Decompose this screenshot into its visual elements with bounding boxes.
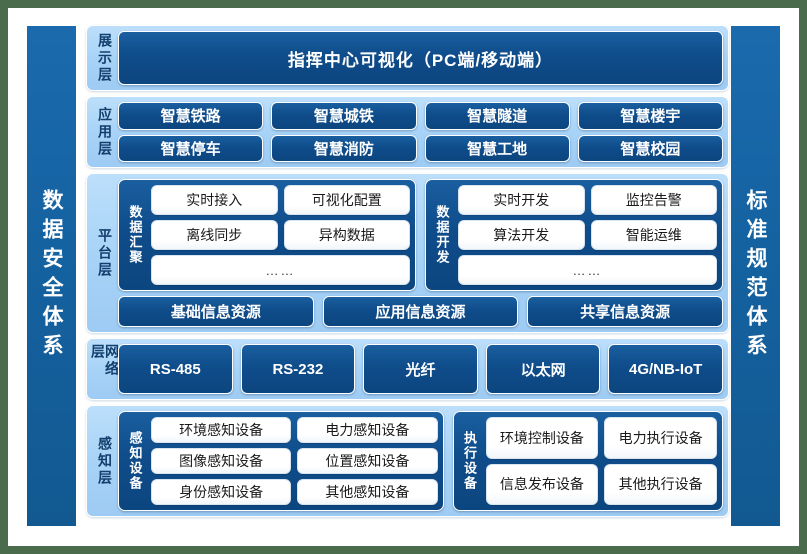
aggregation-row-2: 离线同步 异构数据 <box>151 220 410 250</box>
chip-smart-campus[interactable]: 智慧校园 <box>577 134 723 162</box>
group-data-aggregation-label: 数据汇聚 <box>127 205 143 265</box>
platform-resources: 基础信息资源 应用信息资源 共享信息资源 <box>118 296 724 327</box>
application-row-2: 智慧停车 智慧消防 智慧工地 智慧校园 <box>118 134 723 162</box>
actuator-row-2: 信息发布设备 其他执行设备 <box>485 463 718 505</box>
chip-environment-control-device[interactable]: 环境控制设备 <box>485 417 599 459</box>
group-data-development-label-wrap: 数据开发 <box>431 185 453 285</box>
chip-other-actuator-device[interactable]: 其他执行设备 <box>604 463 718 505</box>
actuator-row-1: 环境控制设备 电力执行设备 <box>485 417 718 459</box>
chip-heterogeneous-data[interactable]: 异构数据 <box>283 220 410 250</box>
sensing-row-2: 图像感知设备 位置感知设备 <box>151 448 438 474</box>
layer-network-label: 网络层 <box>90 344 120 378</box>
layer-platform: 平台层 数据汇聚 实时接入 可视化配置 <box>86 173 729 333</box>
chip-smart-tunnel[interactable]: 智慧隧道 <box>424 102 570 130</box>
layer-perception-label-wrap: 感知层 <box>92 411 118 511</box>
chip-smart-construction-site[interactable]: 智慧工地 <box>424 134 570 162</box>
sidebar-data-security: 数据安全体系 <box>26 25 77 527</box>
layer-stack: 展示层 指挥中心可视化（PC端/移动端） 应用层 智慧铁路 智慧城铁 智慧隧道 … <box>86 25 729 535</box>
development-row-3: …… <box>458 255 717 285</box>
layer-application-body: 智慧铁路 智慧城铁 智慧隧道 智慧楼宇 智慧停车 智慧消防 智慧工地 智慧校园 <box>118 102 723 162</box>
chip-realtime-ingest[interactable]: 实时接入 <box>151 185 278 215</box>
chip-basic-information-resources[interactable]: 基础信息资源 <box>118 296 314 327</box>
chip-optical-fiber[interactable]: 光纤 <box>363 344 478 394</box>
layer-perception-body: 感知设备 环境感知设备 电力感知设备 图像感知设备 位置感知设备 <box>118 411 723 511</box>
chip-visual-configuration[interactable]: 可视化配置 <box>283 185 410 215</box>
chip-offline-sync[interactable]: 离线同步 <box>151 220 278 250</box>
aggregation-row-3: …… <box>151 255 410 285</box>
chip-command-center-visualization[interactable]: 指挥中心可视化（PC端/移动端） <box>118 31 723 85</box>
group-data-aggregation-body: 实时接入 可视化配置 离线同步 异构数据 …… <box>146 185 410 285</box>
layer-application-label: 应用层 <box>97 106 113 158</box>
diagram-canvas: 数据安全体系 标准规范体系 展示层 指挥中心可视化（PC端/移动端） 应用层 智… <box>8 8 799 546</box>
layer-platform-body: 数据汇聚 实时接入 可视化配置 离线同步 异构数据 <box>118 179 724 327</box>
layer-presentation: 展示层 指挥中心可视化（PC端/移动端） <box>86 25 729 91</box>
chip-image-sensing-device[interactable]: 图像感知设备 <box>151 448 292 474</box>
group-sensing-devices-label: 感知设备 <box>127 431 143 491</box>
aggregation-row-1: 实时接入 可视化配置 <box>151 185 410 215</box>
group-actuator-devices-body: 环境控制设备 电力执行设备 信息发布设备 其他执行设备 <box>481 417 718 505</box>
chip-development-more[interactable]: …… <box>458 255 717 285</box>
group-actuator-devices-label: 执行设备 <box>462 431 478 491</box>
group-actuator-devices: 执行设备 环境控制设备 电力执行设备 信息发布设备 其他执行设备 <box>452 411 723 511</box>
chip-realtime-development[interactable]: 实时开发 <box>458 185 585 215</box>
chip-environment-sensing-device[interactable]: 环境感知设备 <box>151 417 292 443</box>
chip-intelligent-operations[interactable]: 智能运维 <box>590 220 717 250</box>
application-row-1: 智慧铁路 智慧城铁 智慧隧道 智慧楼宇 <box>118 102 723 130</box>
sidebar-right-label: 标准规范体系 <box>744 189 767 363</box>
layer-platform-label: 平台层 <box>97 227 113 279</box>
layer-network-body: RS-485 RS-232 光纤 以太网 4G/NB-IoT <box>118 344 723 394</box>
chip-rs485[interactable]: RS-485 <box>118 344 233 394</box>
layer-application-label-wrap: 应用层 <box>92 102 118 162</box>
chip-application-information-resources[interactable]: 应用信息资源 <box>322 296 519 327</box>
chip-smart-building[interactable]: 智慧楼宇 <box>577 102 723 130</box>
sensing-row-3: 身份感知设备 其他感知设备 <box>151 479 438 505</box>
chip-information-release-device[interactable]: 信息发布设备 <box>485 463 599 505</box>
chip-monitoring-alarm[interactable]: 监控告警 <box>590 185 717 215</box>
group-sensing-devices-label-wrap: 感知设备 <box>124 417 146 505</box>
chip-shared-information-resources[interactable]: 共享信息资源 <box>527 296 724 327</box>
chip-other-sensing-device[interactable]: 其他感知设备 <box>297 479 438 505</box>
perception-groups: 感知设备 环境感知设备 电力感知设备 图像感知设备 位置感知设备 <box>118 411 723 511</box>
group-sensing-devices: 感知设备 环境感知设备 电力感知设备 图像感知设备 位置感知设备 <box>118 411 444 511</box>
chip-smart-urban-rail[interactable]: 智慧城铁 <box>271 102 417 130</box>
chip-aggregation-more[interactable]: …… <box>151 255 410 285</box>
chip-4g-nbiot[interactable]: 4G/NB-IoT <box>608 344 723 394</box>
layer-perception-label: 感知层 <box>97 435 113 487</box>
chip-smart-railway[interactable]: 智慧铁路 <box>118 102 264 130</box>
chip-ethernet[interactable]: 以太网 <box>485 344 601 394</box>
chip-smart-firefighting[interactable]: 智慧消防 <box>271 134 417 162</box>
group-actuator-devices-label-wrap: 执行设备 <box>459 417 481 505</box>
chip-location-sensing-device[interactable]: 位置感知设备 <box>297 448 438 474</box>
layer-application: 应用层 智慧铁路 智慧城铁 智慧隧道 智慧楼宇 智慧停车 智慧消防 智慧工地 智… <box>86 96 729 168</box>
development-row-1: 实时开发 监控告警 <box>458 185 717 215</box>
chip-power-actuator-device[interactable]: 电力执行设备 <box>604 417 718 459</box>
group-data-development-body: 实时开发 监控告警 算法开发 智能运维 …… <box>453 185 717 285</box>
group-data-development: 数据开发 实时开发 监控告警 算法开发 智能运维 <box>425 179 723 291</box>
group-data-aggregation-label-wrap: 数据汇聚 <box>124 185 146 285</box>
layer-platform-label-wrap: 平台层 <box>92 179 118 327</box>
sensing-row-1: 环境感知设备 电力感知设备 <box>151 417 438 443</box>
chip-power-sensing-device[interactable]: 电力感知设备 <box>297 417 438 443</box>
layer-network-label-wrap: 网络层 <box>90 344 120 394</box>
chip-smart-parking[interactable]: 智慧停车 <box>118 134 264 162</box>
layer-presentation-label: 展示层 <box>97 32 113 84</box>
sidebar-left-label: 数据安全体系 <box>40 189 63 363</box>
layer-presentation-label-wrap: 展示层 <box>92 31 118 85</box>
layer-network: 网络层 RS-485 RS-232 光纤 以太网 4G/NB-IoT <box>86 338 729 400</box>
chip-identity-sensing-device[interactable]: 身份感知设备 <box>151 479 292 505</box>
group-sensing-devices-body: 环境感知设备 电力感知设备 图像感知设备 位置感知设备 身份感知设备 其他感知设… <box>146 417 438 505</box>
sidebar-standards: 标准规范体系 <box>730 25 781 527</box>
platform-groups: 数据汇聚 实时接入 可视化配置 离线同步 异构数据 <box>118 179 723 291</box>
group-data-development-label: 数据开发 <box>434 205 450 265</box>
layer-presentation-body: 指挥中心可视化（PC端/移动端） <box>118 31 723 85</box>
group-data-aggregation: 数据汇聚 实时接入 可视化配置 离线同步 异构数据 <box>118 179 416 291</box>
development-row-2: 算法开发 智能运维 <box>458 220 717 250</box>
chip-algorithm-development[interactable]: 算法开发 <box>458 220 585 250</box>
layer-perception: 感知层 感知设备 环境感知设备 电力感知设备 <box>86 405 729 517</box>
chip-rs232[interactable]: RS-232 <box>240 344 356 394</box>
network-row: RS-485 RS-232 光纤 以太网 4G/NB-IoT <box>118 344 723 394</box>
